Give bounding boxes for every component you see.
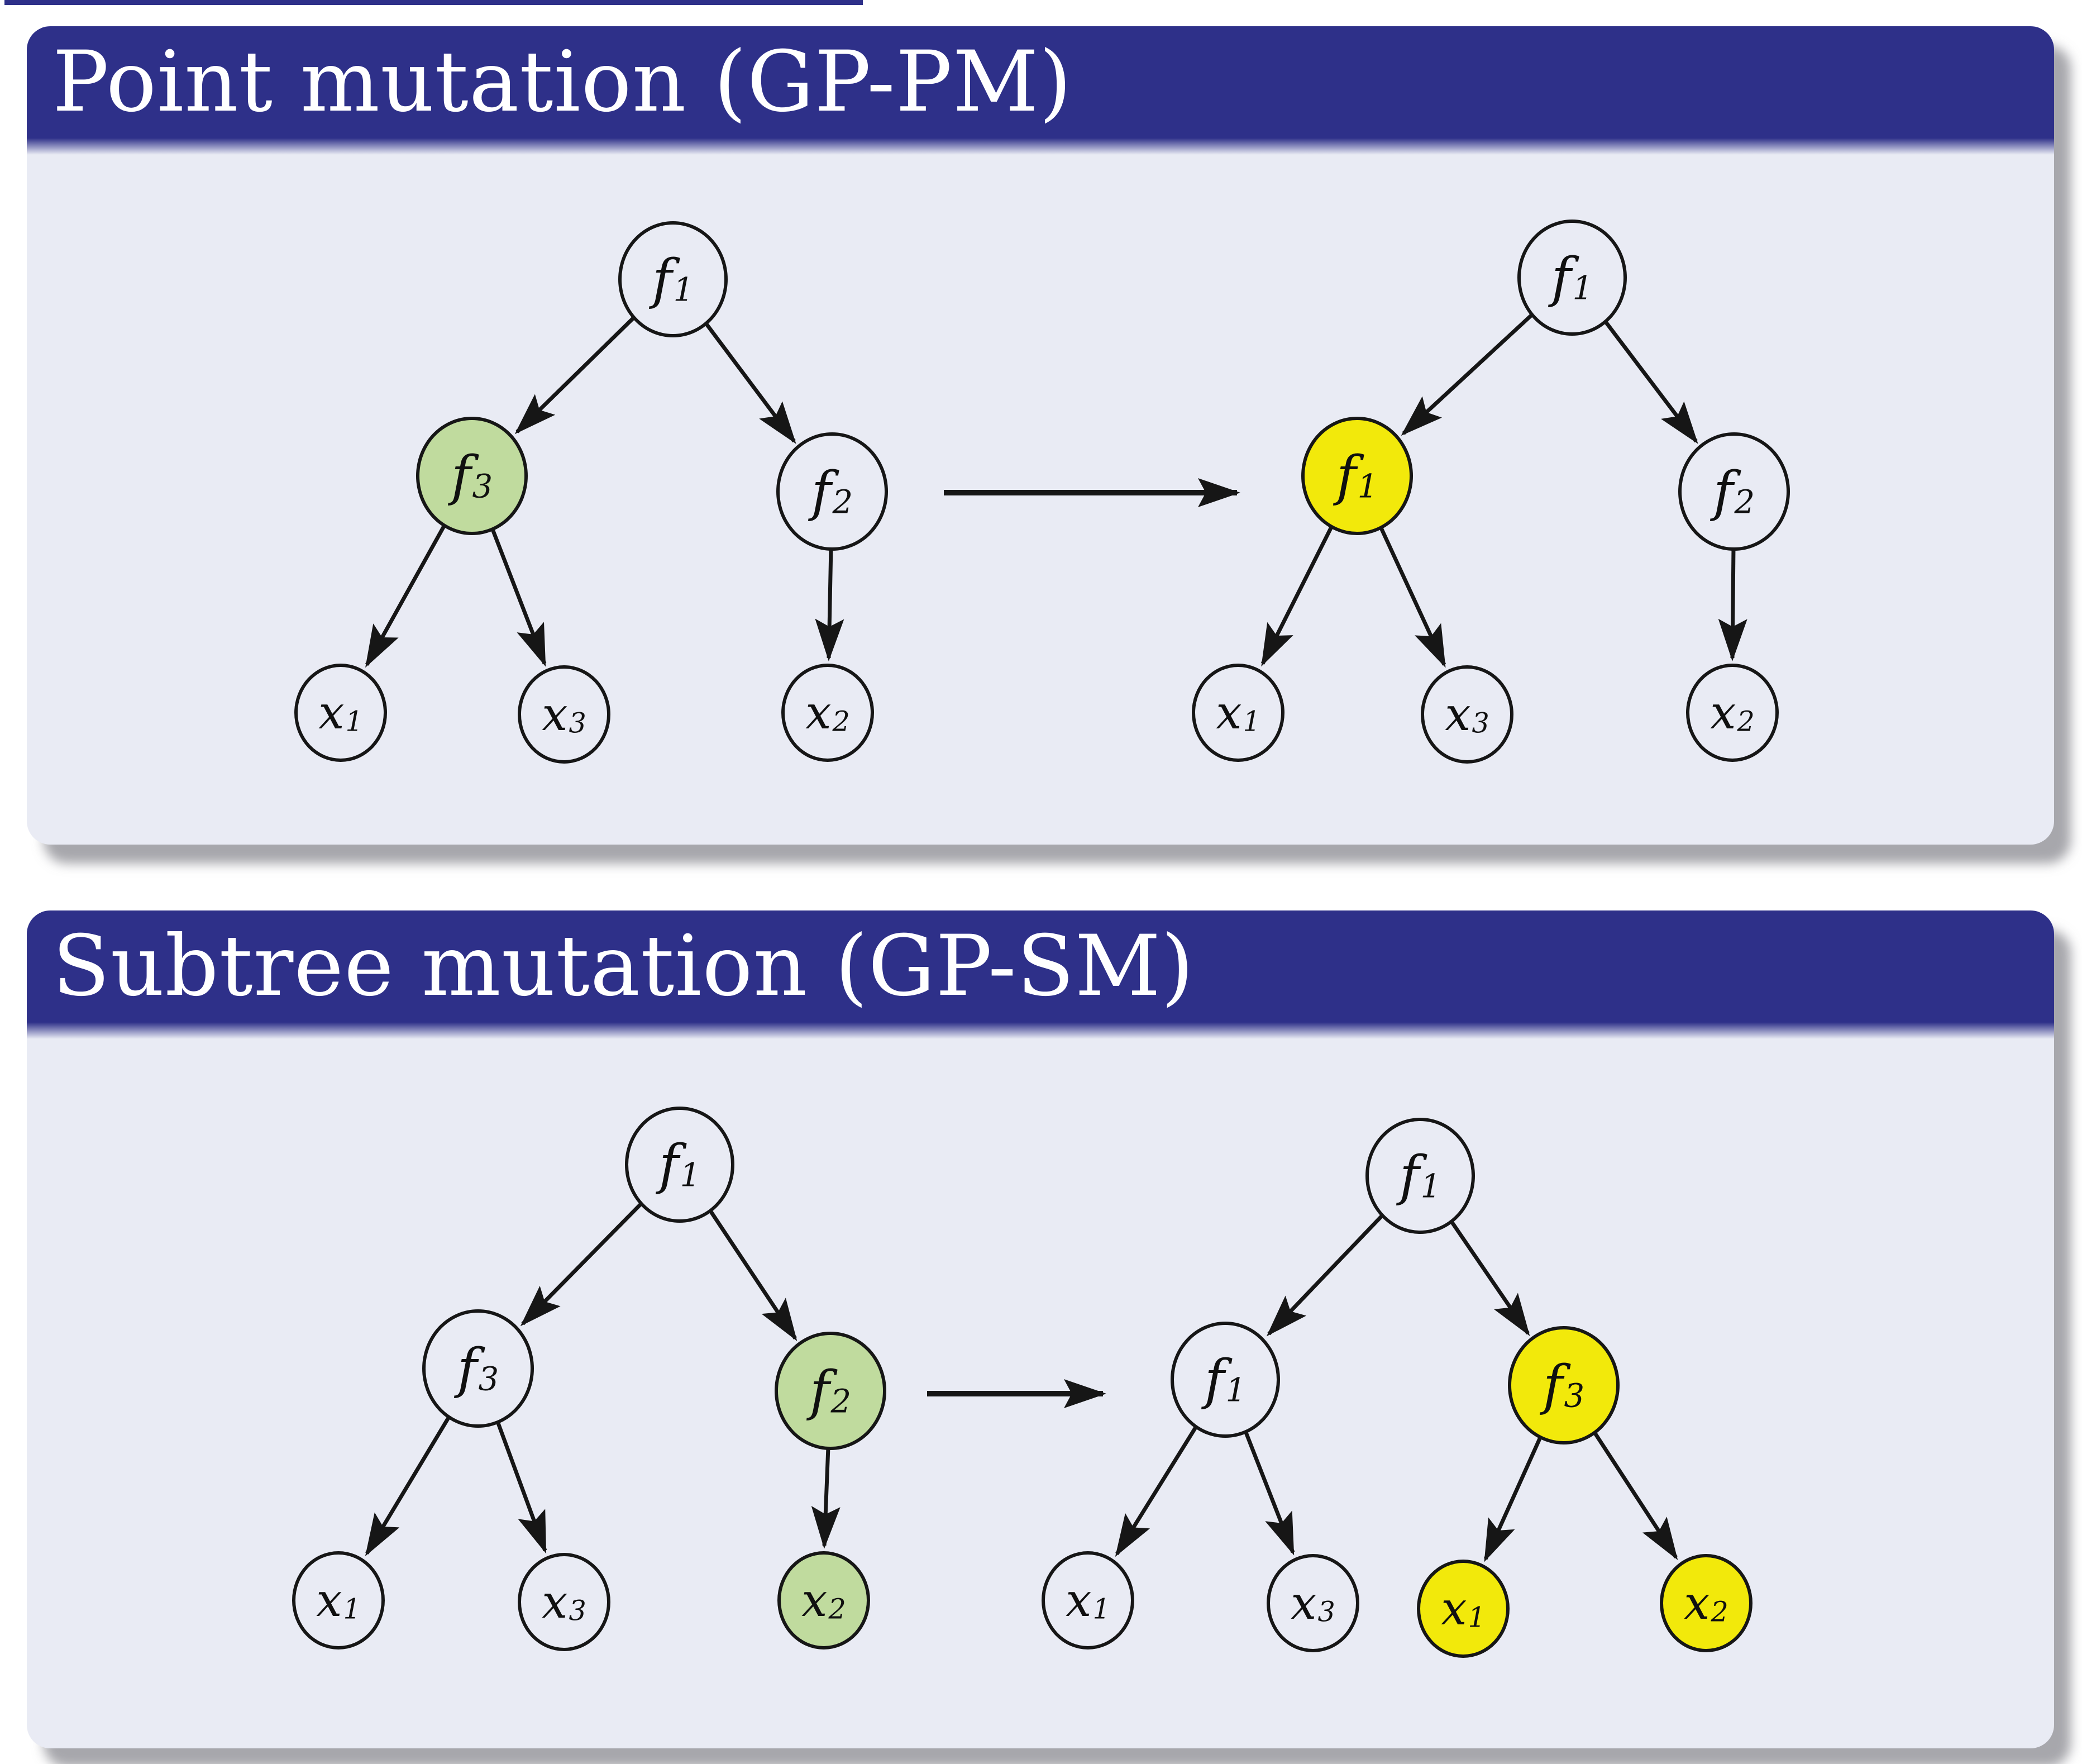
node-label-sub: 3 [569,707,586,740]
panel-title: Point mutation (GP-PM) [52,34,1072,131]
node-label-sub: 2 [832,483,853,521]
node-label-base: f [451,445,471,507]
node-label-sub: 1 [1420,1167,1441,1205]
node-label-base: x [805,686,832,740]
node-label-base: f [1399,1145,1420,1207]
node-label-base: f [1336,445,1357,507]
node-label-base: x [316,1574,342,1627]
node-label-sub: 2 [832,705,850,738]
node-label-sub: 1 [680,1156,701,1194]
panel-title: Subtree mutation (GP-SM) [52,918,1195,1015]
node-label-sub: 1 [345,705,363,738]
node-label-base: f [809,1360,830,1422]
node-label-base: f [1713,460,1734,523]
node-label-sub: 3 [478,1360,499,1398]
node-label-sub: 2 [828,1593,846,1625]
node-label-base: x [318,686,345,740]
node-label-base: x [1710,686,1736,740]
node-label-sub: 2 [1737,705,1755,738]
node-label-sub: 1 [1243,705,1260,738]
node-label-base: x [1291,1576,1317,1630]
node-label-base: f [1551,246,1572,309]
node-label-base: x [1684,1576,1710,1630]
node-label-base: f [652,248,672,311]
node-label-base: x [542,688,568,741]
node-label-sub: 3 [569,1594,586,1627]
node-label-sub: 3 [1564,1376,1585,1414]
panel-subtree-mutation-title-bar: Subtree mutation (GP-SM) [27,910,2054,1022]
node-label-base: x [542,1575,568,1629]
node-label-base: f [811,460,832,523]
node-label-sub: 1 [343,1593,361,1625]
node-label-sub: 1 [1357,467,1378,505]
node-label-sub: 2 [830,1382,852,1420]
node-label-base: f [658,1133,679,1196]
node-label-base: f [1204,1348,1225,1411]
title-bar-fade [27,138,2054,155]
node-label-sub: 2 [1711,1595,1728,1628]
node-label-sub: 1 [673,270,694,308]
cropped-top-bar-remnant [4,0,863,5]
node-label-base: x [801,1574,828,1627]
node-label-base: x [1066,1574,1092,1627]
node-label-sub: 3 [1472,707,1489,740]
node-label-base: x [1216,686,1242,740]
node-label-sub: 1 [1468,1601,1486,1634]
node-label-sub: 1 [1572,269,1593,307]
node-label-base: x [1445,688,1471,741]
node-label-sub: 2 [1734,483,1755,521]
node-label-base: f [1543,1354,1563,1417]
node-label-sub: 1 [1092,1593,1110,1625]
node-label-sub: 1 [1225,1371,1247,1409]
title-bar-fade [27,1022,2054,1039]
panel-point-mutation-title-bar: Point mutation (GP-PM) [27,26,2054,138]
node-label-sub: 3 [472,467,493,505]
node-label-sub: 3 [1317,1595,1335,1628]
node-label-base: x [1441,1582,1467,1636]
node-label-base: f [457,1337,477,1400]
